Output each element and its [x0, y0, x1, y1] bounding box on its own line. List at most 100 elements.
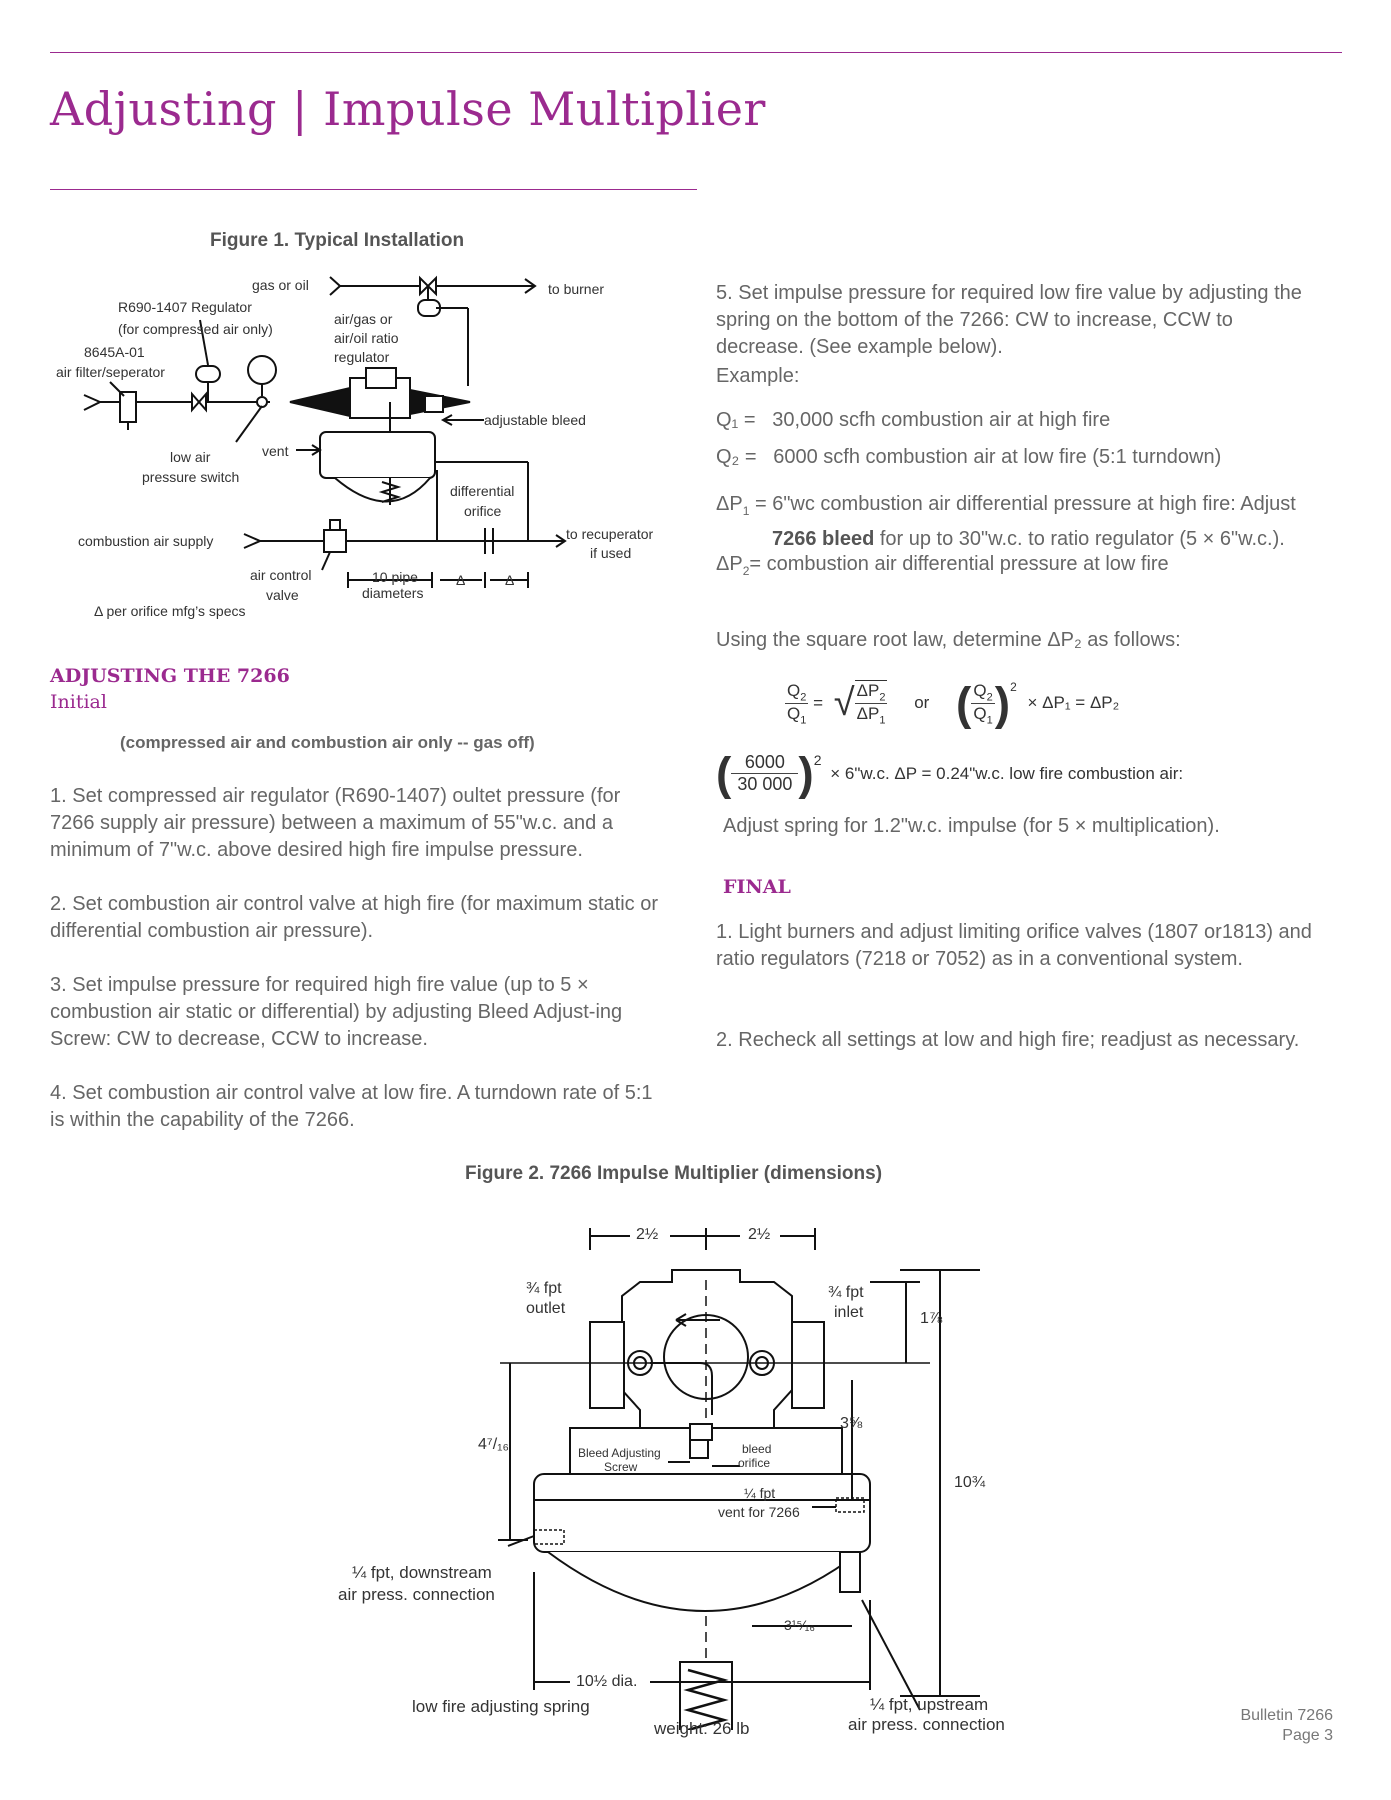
step-text: Recheck all settings at low and high fir… [738, 1029, 1300, 1051]
fig1-label-delta-2: Δ [505, 572, 515, 588]
fig2-label-bleed-screw-1: Bleed Adjusting [578, 1446, 661, 1460]
example-label: Example: [716, 365, 800, 387]
final-step-1: 1. Light burners and adjust limiting ori… [716, 919, 1316, 973]
fig2-label-inlet: inlet [834, 1304, 864, 1321]
dp2-sub: 2 [742, 564, 750, 578]
fig1-label-diameters: diameters [362, 585, 424, 601]
f2-exponent: 2 [813, 752, 822, 768]
step-text: Set impulse pressure for required low fi… [716, 282, 1302, 358]
title-underline [50, 189, 697, 190]
fig1-label-gas-or-oil: gas or oil [252, 277, 309, 293]
adjusting-heading: ADJUSTING THE 7266 [50, 665, 290, 687]
fig2-dim-dia: 10½ dia. [576, 1673, 638, 1690]
left-step-3: 3. Set impulse pressure for required hig… [50, 972, 660, 1053]
or-word: or [914, 693, 930, 713]
fig2-label-vent-fpt: ¼ fpt [744, 1485, 776, 1501]
fig2-label-outlet-fpt: ¾ fpt [526, 1280, 562, 1297]
fig2-label-upstream-1: ¼ fpt, upstream [870, 1695, 989, 1714]
q1-symbol: Q [787, 703, 801, 723]
fig2-label-outlet: outlet [526, 1300, 566, 1317]
fig1-label-differential: differential [450, 483, 515, 499]
equals-sign: = [813, 693, 824, 713]
formula-example: ( 6000 30 000 )2 × 6"w.c. ΔP = 0.24"w.c.… [716, 751, 1183, 797]
step-text: Light burners and adjust limiting orific… [716, 921, 1312, 970]
fig1-label-valve: valve [266, 587, 299, 603]
close-paren: ) [798, 747, 814, 800]
fig2-label-bleed-orifice-1: bleed [742, 1442, 772, 1456]
page-title: Adjusting | Impulse Multiplier [50, 82, 766, 136]
dp1-text-b: for up to 30"w.c. to ratio regulator (5 … [879, 528, 1285, 550]
page-number: Page 3 [1282, 1727, 1333, 1744]
fig2-label-vent: vent for 7266 [718, 1504, 800, 1520]
fig1-label-ratio-2: air/oil ratio [334, 330, 399, 346]
step-text: Set combustion air control valve at low … [50, 1082, 653, 1131]
fig2-label-downstream-2: air press. connection [338, 1585, 495, 1604]
fig2-label-upstream-2: air press. connection [848, 1715, 1005, 1734]
fig2-dim-1-7-8: 1⅞ [920, 1310, 943, 1327]
fig1-label-vent: vent [262, 443, 289, 459]
dp2-row: ΔP2= combustion air differential pressur… [716, 553, 1169, 578]
dp1-bold: 7266 bleed [772, 528, 875, 550]
fig1-label-regulator: R690-1407 Regulator [118, 299, 252, 315]
adjust-spring-text: Adjust spring for 1.2"w.c. impulse (for … [723, 815, 1220, 837]
fig2-label-inlet-fpt: ¾ fpt [828, 1284, 864, 1301]
fig1-label-delta-1: Δ [456, 572, 466, 588]
open-paren: ( [716, 747, 732, 800]
step-text: Set compressed air regulator (R690-1407)… [50, 785, 621, 861]
q1-symbol: Q [973, 703, 987, 723]
q2-text: 6000 scfh combustion air at low fire (5:… [773, 446, 1222, 468]
fig1-label-ratio-1: air/gas or [334, 311, 393, 327]
sqrt-symbol: √ [833, 681, 855, 724]
figure-2-caption: Figure 2. 7266 Impulse Multiplier (dimen… [465, 1163, 883, 1184]
ratio-6000-30000: 6000 30 000 [731, 752, 799, 795]
fig2-dim-half-left: 2½ [636, 1226, 659, 1243]
fig2-dim-10-3-4: 10¾ [954, 1474, 986, 1491]
q2-symbol: Q [787, 680, 801, 700]
fig1-label-filter-part: 8645A-01 [84, 344, 145, 360]
page-footer: Bulletin 7266 Page 3 [1240, 1706, 1333, 1746]
q2-symbol: Q [973, 680, 987, 700]
step-number: 3. [50, 974, 67, 996]
step-text: Set impulse pressure for required high f… [50, 974, 623, 1050]
step-number: 5. [716, 282, 733, 304]
fig1-label-to-burner: to burner [548, 281, 605, 297]
dp1-text-a: = 6"wc combustion air differential press… [754, 493, 1296, 515]
dp2-text: = combustion air differential pressure a… [749, 553, 1169, 575]
fig1-label-air-control: air control [250, 567, 312, 583]
dp1-row: ΔP1 = 6"wc combustion air differential p… [716, 490, 1296, 553]
fig1-label-pressure-switch: pressure switch [142, 469, 240, 485]
fig2-dim-4-7-16: 4⁷/₁₆ [478, 1436, 509, 1453]
figure-2-diagram [498, 1228, 980, 1730]
q1-label: Q₁ = [716, 409, 756, 431]
fig2-dim-3-5-8: 3⅝ [840, 1415, 863, 1432]
close-paren: ) [994, 677, 1011, 730]
fig2-label-spring: low fire adjusting spring [412, 1697, 590, 1716]
step-number: 4. [50, 1082, 67, 1104]
q2-row: Q₂ = 6000 scfh combustion air at low fir… [716, 446, 1221, 469]
fig1-label-ratio-3: regulator [334, 349, 390, 365]
dp2-symbol: ΔP [856, 681, 880, 700]
ratio-q2-q1-squared: Q2 Q1 [971, 680, 995, 727]
fig1-label-adjustable-bleed: adjustable bleed [484, 412, 586, 428]
step-number: 1. [50, 785, 67, 807]
ratio-q2-q1: Q2 Q1 [785, 680, 809, 727]
fig1-label-10-pipe: 10 pipe [372, 569, 418, 585]
step-number: 1. [716, 921, 733, 943]
fig1-label-recuperator: to recuperator [566, 526, 654, 542]
step-text: Set combustion air control valve at high… [50, 893, 659, 942]
step-number: 2. [50, 893, 67, 915]
figure-1-caption: Figure 1. Typical Installation [210, 230, 465, 251]
initial-subheading: Initial [50, 691, 107, 713]
figure-1-diagram [83, 275, 567, 588]
q1-row: Q₁ = 30,000 scfh combustion air at high … [716, 409, 1110, 432]
fig2-label-downstream-1: ¼ fpt, downstream [352, 1563, 492, 1582]
f2-numerator: 6000 [731, 752, 799, 774]
bulletin-number: Bulletin 7266 [1240, 1707, 1333, 1724]
ratio-dp2-dp1: ΔP2 ΔP1 [854, 680, 888, 727]
fig2-dim-3-15-16: 3¹⁵⁄₁₆ [784, 1617, 815, 1633]
open-paren: ( [956, 677, 972, 730]
left-step-2: 2. Set combustion air control valve at h… [50, 891, 660, 945]
q1-text: 30,000 scfh combustion air at high fire [772, 409, 1111, 431]
fig2-dim-half-right: 2½ [748, 1226, 771, 1243]
fig1-label-orifice: orifice [464, 503, 502, 519]
